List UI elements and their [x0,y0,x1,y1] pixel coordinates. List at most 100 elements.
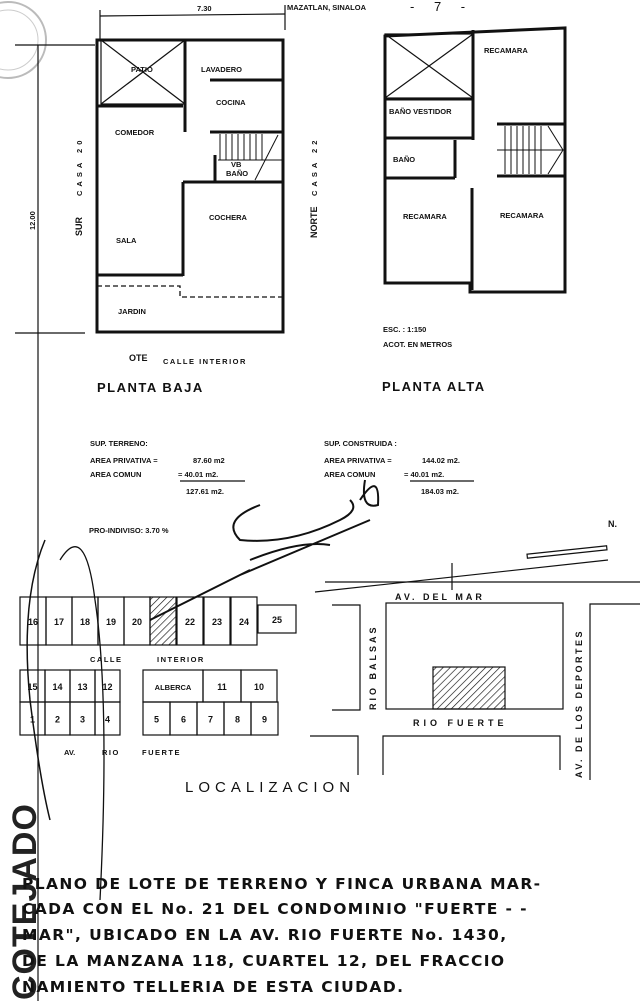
room-recamara-2: RECAMARA [403,212,447,221]
lot-label: 17 [54,617,64,627]
lot-label: ALBERCA [155,683,192,692]
description-line: CADA CON EL No. 21 DEL CONDOMINIO "FUERT… [22,900,528,918]
lot-label: 6 [181,715,186,725]
description-line: MAR", UBICADO EN LA AV. RIO FUERTE No. 1… [22,926,508,944]
north-label: N. [608,519,617,529]
construida-comun: = 40.01 m2. [404,470,444,479]
highlighted-block [432,666,506,710]
street-calle: CALLE [90,655,123,664]
lot-label: 25 [272,615,282,625]
av-del-mar: AV. DEL MAR [395,592,485,602]
lot-label: 8 [235,715,240,725]
room-recamara-1: RECAMARA [484,46,528,55]
room-cocina: COCINA [216,98,246,107]
street-av: AV. [64,748,75,757]
localizacion-title: LOCALIZACION [185,779,355,796]
lot-label: 10 [254,682,264,692]
lot-label: 14 [52,682,62,692]
room-patio: PATIO [131,65,153,74]
lot-21 [149,596,177,646]
location-header: MAZATLAN, SINALOA [287,3,367,12]
lot-label: 12 [102,682,112,692]
construida-privativa-label: AREA PRIVATIVA = [324,456,392,465]
construida-title: SUP. CONSTRUIDA : [324,439,397,448]
street-rio: RIO [102,748,120,757]
north-arrow [314,545,609,593]
construida-privativa: 144.02 m2. [422,456,460,465]
terreno-total: 127.61 m2. [186,487,224,496]
terreno-comun-label: AREA COMUN [90,470,141,479]
scale-label: ESC. : 1:150 [383,325,426,334]
planta-baja-plan: PATIO LAVADERO COCINA COMEDOR SALA COCHE… [15,38,285,1001]
east-label: OTE [129,353,148,363]
room-lavadero: LAVADERO [201,65,242,74]
lot-label: 1 [30,715,35,725]
terreno-privativa-label: AREA PRIVATIVA = [90,456,158,465]
lot-23 [203,596,231,646]
room-sala: SALA [116,236,137,245]
lot-label: 3 [80,715,85,725]
units-label: ACOT. EN METROS [383,340,452,349]
description-line: PLANO DE LOTE DE TERRENO Y FINCA URBANA … [22,875,542,893]
north-label: NORTE [309,207,319,239]
lot-label: 15 [27,682,37,692]
pro-indiviso: PRO-INDIVISO: 3.70 % [89,526,169,535]
lot-label: 7 [208,715,213,725]
lot-label: 24 [239,617,249,627]
planta-alta-plan: RECAMARA BAÑO VESTIDOR BAÑO RECAMARA REC… [383,26,567,294]
terreno-privativa: 87.60 m2 [193,456,225,465]
room-cochera: COCHERA [209,213,248,222]
room-bano: BAÑO [226,169,248,178]
construida-total: 184.03 m2. [421,487,459,496]
lot-label: 23 [212,617,222,627]
height-dimension: 12.00 [28,211,37,230]
description-line: NAMIENTO TELLERIA DE ESTA CIUDAD. [22,978,404,996]
lot-label: 18 [80,617,90,627]
width-dimension: 7.30 [197,4,212,13]
east-street: CALLE INTERIOR [163,357,247,366]
room-comedor: COMEDOR [115,128,155,137]
construida-comun-label: AREA COMUN [324,470,375,479]
terreno-comun: = 40.01 m2. [178,470,218,479]
lot-label: 22 [185,617,195,627]
lot-label: 4 [105,715,110,725]
lot-4 [94,701,121,736]
av-de-los-deportes: AV. DE LOS DEPORTES [574,629,584,778]
south-label: SUR [74,216,84,236]
room-bano-vestidor: BAÑO VESTIDOR [389,107,452,116]
planta-alta-title: PLANTA ALTA [382,379,486,394]
lot-label: 11 [217,682,227,692]
rio-balsas: RIO BALSAS [368,624,378,710]
cotejado-stamp: COTEJADO [6,803,44,1000]
street-interior: INTERIOR [157,655,205,664]
area-map [310,581,640,780]
width-dimension-line [99,13,286,17]
lot-label: 16 [28,617,38,627]
lot-label: 5 [154,715,159,725]
lot-label: 13 [77,682,87,692]
lot-label: 20 [132,617,142,627]
street-fuerte: FUERTE [142,748,181,757]
south-neighbor: CASA 20 [75,137,84,196]
signature [26,479,380,901]
lot-25 [257,604,297,634]
north-neighbor: CASA 22 [310,137,319,196]
page-number: - 7 - [410,0,473,14]
lot-9 [250,701,279,736]
lot-label: 19 [106,617,116,627]
description-line: DE LA MANZANA 118, CUARTEL 12, DEL FRACC… [22,952,506,970]
rio-fuerte: RIO FUERTE [413,718,508,728]
room-bano: BAÑO [393,155,415,164]
lot-24 [230,596,258,646]
planta-baja-title: PLANTA BAJA [97,380,204,395]
room-vb: VB [231,160,242,169]
terreno-title: SUP. TERRENO: [90,439,148,448]
room-recamara-3: RECAMARA [500,211,544,220]
lot-label: 2 [55,715,60,725]
lot-label: 9 [262,715,267,725]
room-jardin: JARDIN [118,307,146,316]
description-paragraph: PLANO DE LOTE DE TERRENO Y FINCA URBANA … [22,875,542,996]
lot-22 [176,596,204,646]
